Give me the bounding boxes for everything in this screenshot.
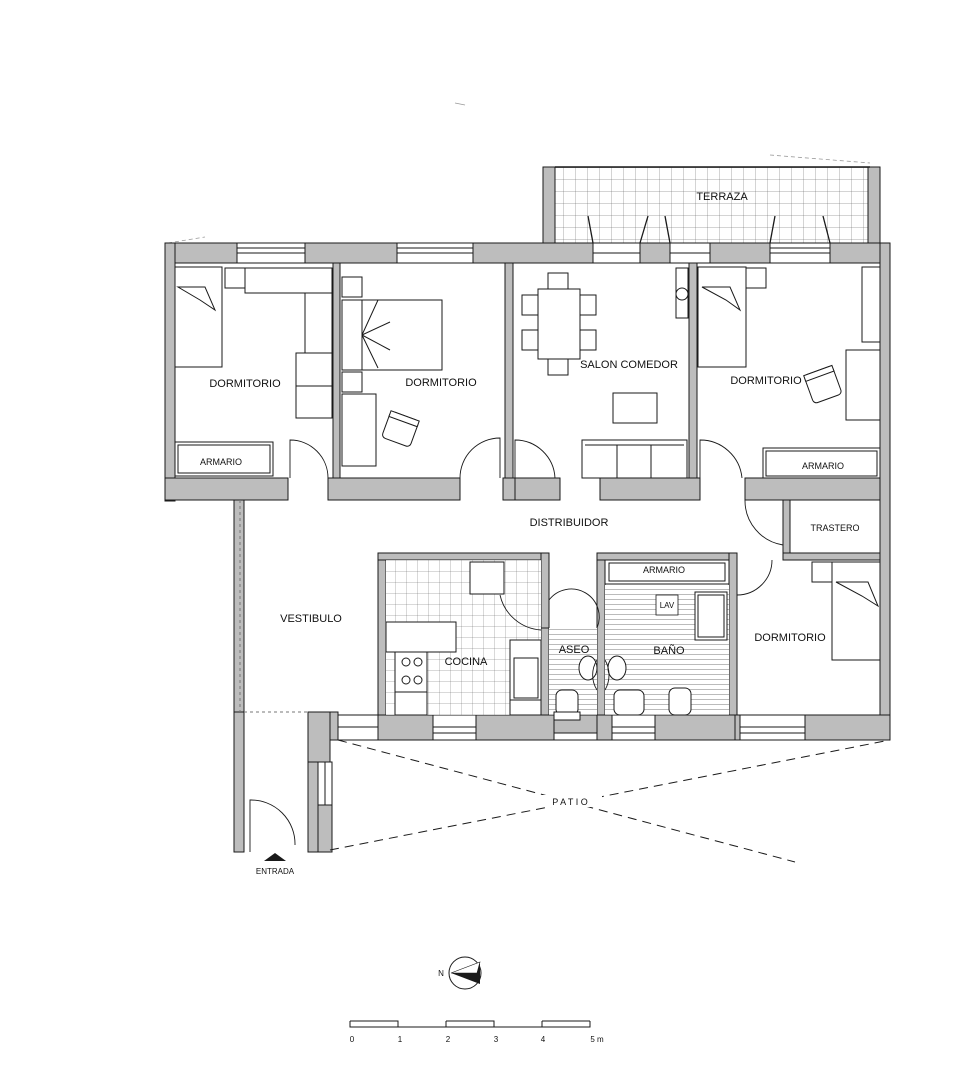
label-vestibulo: VESTIBULO <box>280 613 342 625</box>
site-labels: P A T I O ENTRADA <box>256 795 602 876</box>
label-distribuidor: DISTRIBUIDOR <box>530 517 609 529</box>
scale-tick-5: 5 m <box>590 1035 604 1044</box>
label-dormitorio-2: DORMITORIO <box>405 377 477 389</box>
scale-tick-0: 0 <box>350 1035 355 1044</box>
label-aseo: ASEO <box>559 644 590 656</box>
scale-bar: 0 1 2 3 4 5 m <box>349 1020 604 1044</box>
label-terraza: TERRAZA <box>696 191 748 203</box>
room-labels: TERRAZA DORMITORIO DORMITORIO SALON COME… <box>209 191 859 668</box>
windows <box>236 242 831 806</box>
furniture <box>174 266 881 721</box>
fixture-labels: ARMARIO ARMARIO ARMARIO LAV <box>200 457 844 616</box>
label-bano: BAÑO <box>653 644 685 657</box>
label-armario-1: ARMARIO <box>200 457 242 467</box>
label-armario-2: ARMARIO <box>802 461 844 471</box>
label-entrada: ENTRADA <box>256 867 295 876</box>
patio-lines <box>329 739 891 863</box>
scale-tick-2: 2 <box>446 1035 451 1044</box>
label-lav: LAV <box>660 601 675 610</box>
scale-tick-1: 1 <box>398 1035 403 1044</box>
label-dormitorio-3: DORMITORIO <box>730 375 802 387</box>
label-trastero: TRASTERO <box>810 523 859 533</box>
label-armario-3: ARMARIO <box>643 565 685 575</box>
walls <box>164 166 891 853</box>
north-label: N <box>438 969 444 978</box>
label-salon-comedor: SALON COMEDOR <box>580 359 678 371</box>
terraza <box>554 166 870 244</box>
scale-tick-4: 4 <box>541 1035 546 1044</box>
scale-tick-3: 3 <box>494 1035 499 1044</box>
label-patio: P A T I O <box>552 797 588 807</box>
doors <box>249 437 790 852</box>
north-arrow-icon: N <box>438 956 482 990</box>
entrance-arrow-icon <box>264 853 286 861</box>
label-cocina: COCINA <box>445 656 488 668</box>
label-dormitorio-4: DORMITORIO <box>754 632 826 644</box>
construction-marks <box>167 102 871 244</box>
label-dormitorio-1: DORMITORIO <box>209 378 281 390</box>
